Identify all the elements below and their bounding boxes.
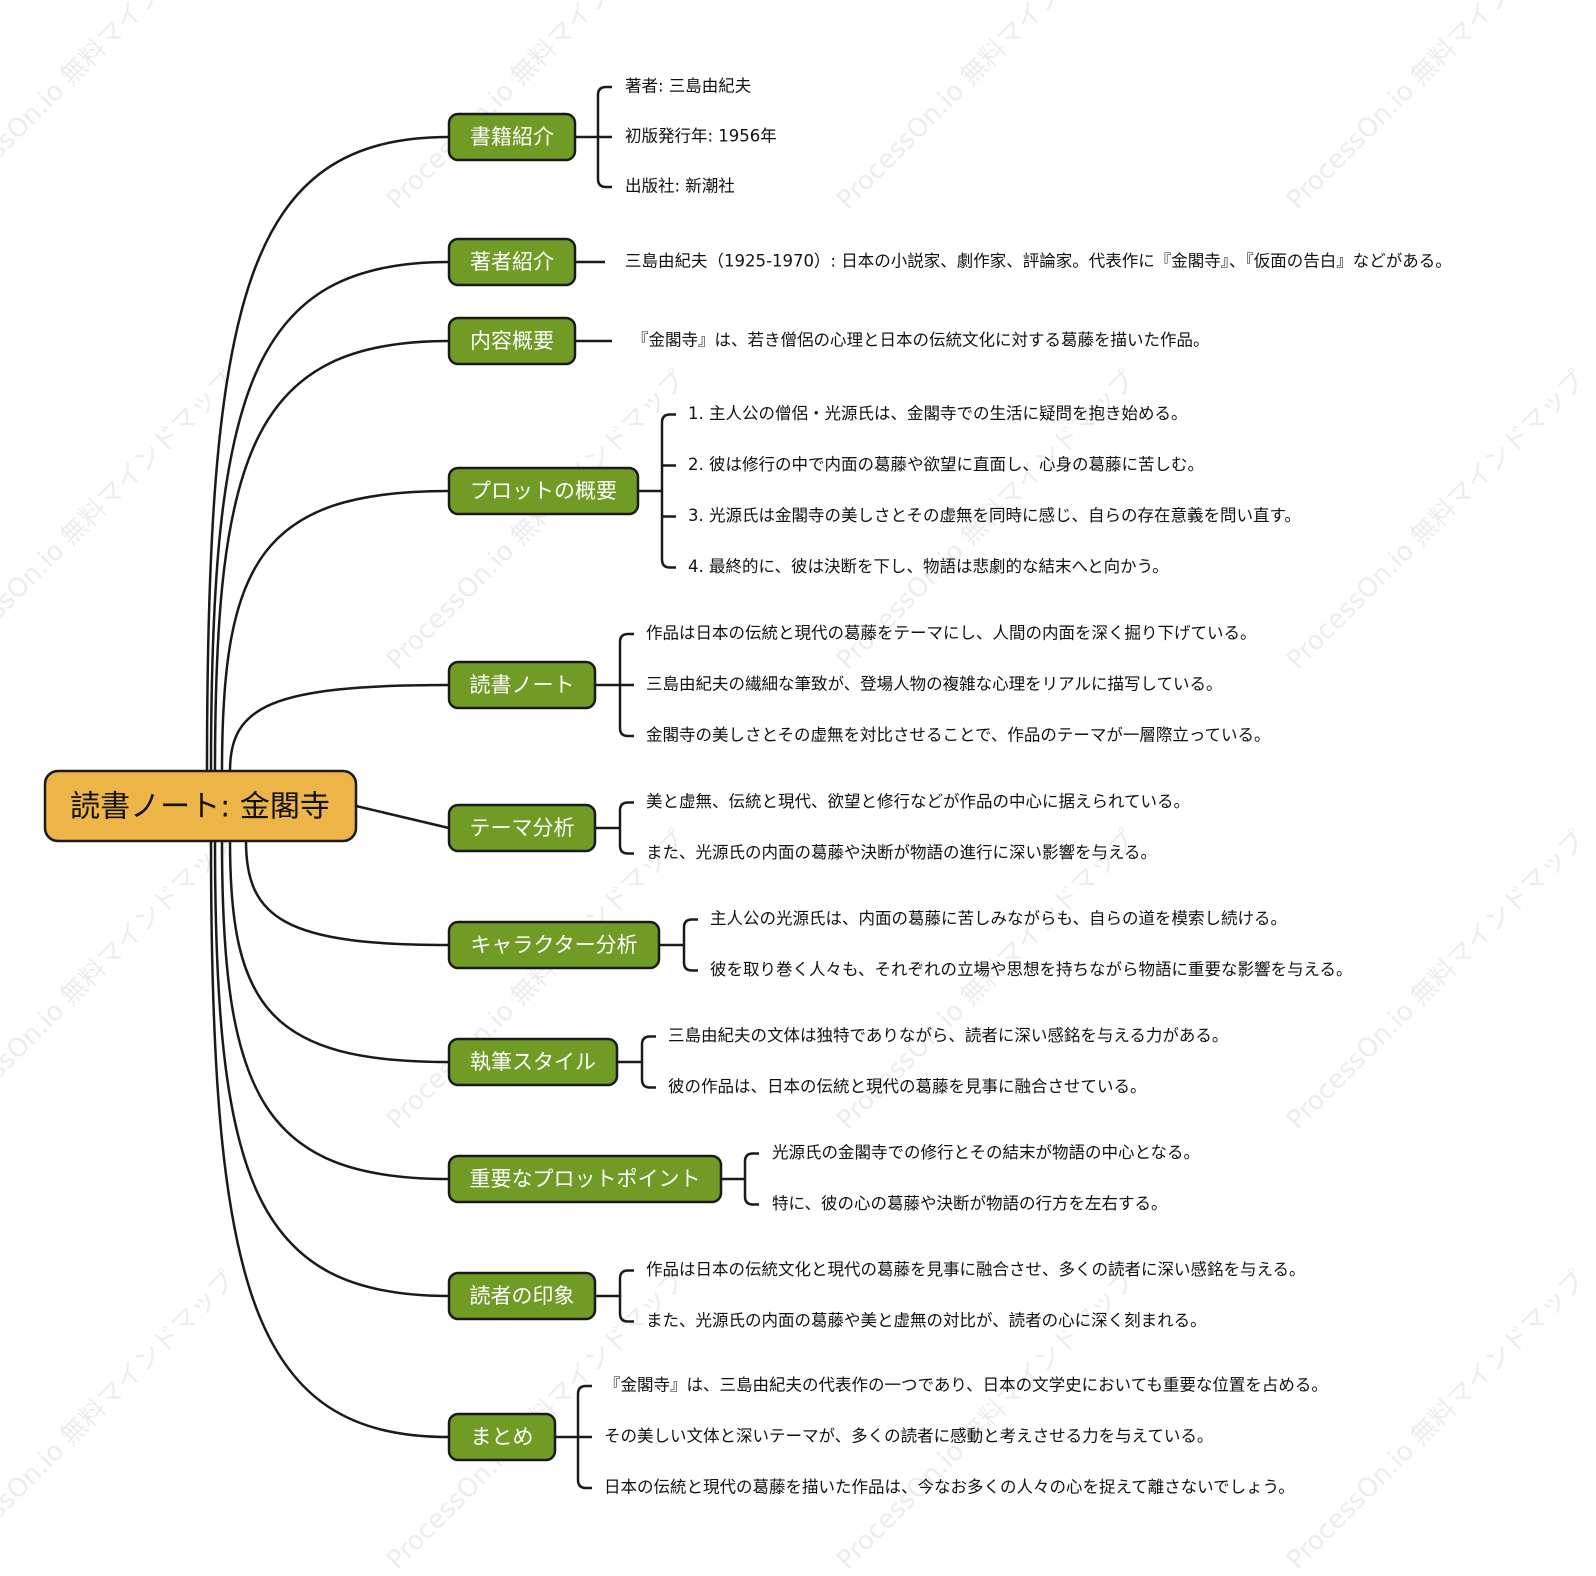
branch-node-5[interactable]: テーマ分析 [447, 803, 597, 853]
branch-node-3[interactable]: プロットの概要 [447, 466, 640, 516]
branch-node-label: 執筆スタイル [470, 1050, 596, 1074]
leaf-item-text: 光源氏の金閣寺での修行とその結末が物語の中心となる。 [772, 1143, 1200, 1162]
branch-node-label: 読者の印象 [470, 1284, 575, 1308]
leaf-item-text: 『金閣寺』は、若き僧侶の心理と日本の伝統文化に対する葛藤を描いた作品。 [632, 331, 1210, 350]
branch-node-label: 読書ノート [470, 673, 575, 697]
root-node-box[interactable] [43, 769, 358, 843]
branch-node-box[interactable] [447, 1154, 723, 1204]
leaf-item-text: 三島由紀夫の文体は独特でありながら、読者に深い感銘を与える力がある。 [668, 1026, 1228, 1045]
branch-node-label: キャラクター分析 [470, 933, 637, 957]
leaf-item-text: また、光源氏の内面の葛藤や決断が物語の進行に深い影響を与える。 [646, 843, 1157, 862]
leaf-item-text: 彼を取り巻く人々も、それぞれの立場や思想を持ちながら物語に重要な影響を与える。 [710, 960, 1353, 979]
leaf-item-text: 主人公の光源氏は、内面の葛藤に苦しみながらも、自らの道を模索し続ける。 [710, 909, 1287, 928]
connector-lines [205, 85, 759, 1490]
branch-node-box[interactable] [447, 660, 597, 710]
edge-root-to-branch-3 [220, 489, 450, 772]
edge-leaf-bracket [660, 413, 676, 569]
leaf-item-text: 『金閣寺』は、三島由紀夫の代表作の一つであり、日本の文学史においても重要な位置を… [604, 1376, 1328, 1395]
root-node-label: 読書ノート: 金閣寺 [70, 790, 330, 825]
branch-node-label: プロットの概要 [470, 479, 617, 503]
branch-node-box[interactable] [447, 316, 577, 366]
edge-root-to-branch-6 [244, 840, 450, 947]
branch-node-label: 著者紹介 [470, 250, 554, 274]
leaf-item-text: 美と虚無、伝統と現代、欲望と修行などが作品の中心に据えられている。 [646, 792, 1190, 811]
branch-node-label: 重要なプロットポイント [470, 1167, 701, 1191]
branch-node-label: まとめ [471, 1425, 534, 1449]
leaf-item-text: 作品は日本の伝統文化と現代の葛藤を見事に融合させ、多くの読者に深い感銘を与える。 [646, 1260, 1306, 1279]
edge-root-to-branch-4 [228, 683, 450, 772]
branch-node-box[interactable] [447, 920, 661, 970]
leaf-item-text: 三島由紀夫の繊細な筆致が、登場人物の複雑な心理をリアルに描写している。 [646, 675, 1223, 694]
branch-node-label: テーマ分析 [470, 816, 575, 840]
leaf-item-text: 4. 最終的に、彼は決断を下し、物語は悲劇的な結末へと向かう。 [688, 557, 1169, 576]
branch-node-2[interactable]: 内容概要 [447, 316, 577, 366]
leaf-item-text: 1. 主人公の僧侶・光源氏は、金閣寺での生活に疑問を抱き始める。 [688, 404, 1188, 423]
branch-node-box[interactable] [447, 803, 597, 853]
edge-root-to-branch-5 [355, 804, 450, 830]
branch-nodes: 書籍紹介著者紹介内容概要プロットの概要読書ノートテーマ分析キャラクター分析執筆ス… [447, 112, 723, 1462]
branch-node-9[interactable]: 読者の印象 [447, 1271, 597, 1321]
branch-node-label: 内容概要 [470, 329, 554, 353]
edge-root-to-branch-0 [205, 135, 450, 772]
branch-node-7[interactable]: 執筆スタイル [447, 1037, 619, 1087]
leaf-item-text: 初版発行年: 1956年 [625, 127, 777, 146]
leaf-item-text: また、光源氏の内面の葛藤や美と虚無の対比が、読者の心に深く刻まれる。 [646, 1311, 1207, 1330]
branch-node-6[interactable]: キャラクター分析 [447, 920, 661, 970]
edge-leaf-bracket [618, 801, 634, 855]
leaf-item-text: 三島由紀夫（1925-1970）: 日本の小説家、劇作家、評論家。代表作に『金閣… [625, 252, 1452, 271]
edge-root-to-branch-7 [228, 840, 450, 1064]
leaf-item-text: 3. 光源氏は金閣寺の美しさとその虚無を同時に感じ、自らの存在意義を問い直す。 [688, 506, 1301, 525]
leaf-item-text: 金閣寺の美しさとその虚無を対比させることで、作品のテーマが一層際立っている。 [646, 726, 1271, 745]
branch-node-4[interactable]: 読書ノート [447, 660, 597, 710]
leaf-item-text: 出版社: 新潮社 [625, 177, 735, 196]
branch-node-box[interactable] [447, 1271, 597, 1321]
edge-root-to-branch-8 [220, 840, 450, 1181]
branch-node-label: 書籍紹介 [470, 125, 554, 149]
root-node[interactable]: 読書ノート: 金閣寺 [43, 769, 358, 843]
branch-node-box[interactable] [447, 112, 577, 162]
edge-root-to-branch-1 [209, 260, 450, 772]
leaf-item-text: 特に、彼の心の葛藤や決断が物語の行方を左右する。 [772, 1194, 1168, 1213]
branch-node-box[interactable] [447, 237, 577, 287]
branch-node-1[interactable]: 著者紹介 [447, 237, 577, 287]
leaf-item-text: 2. 彼は修行の中で内面の葛藤や欲望に直面し、心身の葛藤に苦しむ。 [688, 455, 1204, 474]
branch-node-box[interactable] [447, 1412, 557, 1462]
edge-leaf-bracket [618, 1269, 634, 1323]
edge-root-to-branch-9 [213, 840, 450, 1298]
leaf-item-text: 作品は日本の伝統と現代の葛藤をテーマにし、人間の内面を深く掘り下げている。 [646, 624, 1257, 643]
edge-root-to-branch-10 [209, 840, 450, 1439]
branch-node-0[interactable]: 書籍紹介 [447, 112, 577, 162]
leaf-item-text: その美しい文体と深いテーマが、多くの読者に感動と考えさせる力を与えている。 [604, 1427, 1213, 1446]
branch-node-10[interactable]: まとめ [447, 1412, 557, 1462]
leaf-item-text: 日本の伝統と現代の葛藤を描いた作品は、今なお多くの人々の心を捉えて離さないでしょ… [604, 1478, 1295, 1497]
leaf-item-text: 著者: 三島由紀夫 [625, 77, 751, 96]
leaf-item-text: 彼の作品は、日本の伝統と現代の葛藤を見事に融合させている。 [668, 1077, 1147, 1096]
branch-node-box[interactable] [447, 1037, 619, 1087]
edge-root-to-branch-2 [213, 339, 450, 772]
edge-leaf-bracket [743, 1152, 759, 1206]
branch-node-8[interactable]: 重要なプロットポイント [447, 1154, 723, 1204]
edge-leaf-bracket [682, 918, 698, 972]
edge-leaf-bracket [640, 1035, 656, 1089]
mindmap-canvas: 読書ノート: 金閣寺 書籍紹介著者紹介内容概要プロットの概要読書ノートテーマ分析… [43, 77, 1452, 1497]
branch-node-box[interactable] [447, 466, 640, 516]
